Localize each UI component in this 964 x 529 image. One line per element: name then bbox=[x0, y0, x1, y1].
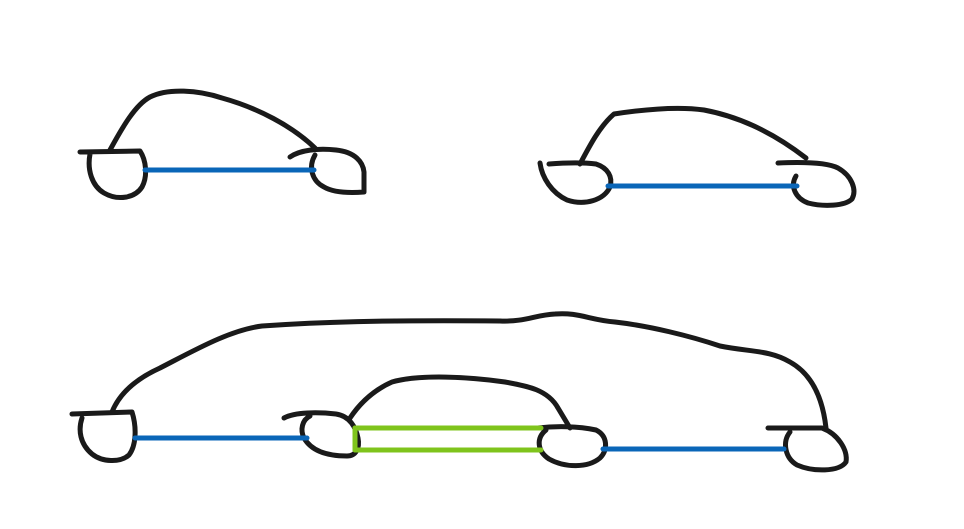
car-body-outline bbox=[577, 105, 809, 167]
wheel-1 bbox=[69, 409, 138, 463]
combined-car-sketch bbox=[69, 311, 849, 473]
right-wheel bbox=[775, 160, 857, 208]
wheel-2 bbox=[281, 410, 361, 459]
left-wheel bbox=[77, 148, 149, 201]
car-sketch-left bbox=[77, 88, 367, 201]
car-sketch-right bbox=[537, 105, 857, 208]
left-wheel bbox=[537, 160, 614, 205]
inner-body-outline bbox=[347, 374, 573, 431]
wheel-3 bbox=[535, 424, 608, 469]
wheel-4 bbox=[765, 425, 849, 473]
outer-body-outline bbox=[109, 311, 829, 431]
right-wheel bbox=[287, 146, 367, 195]
car-body-outline bbox=[107, 88, 318, 153]
